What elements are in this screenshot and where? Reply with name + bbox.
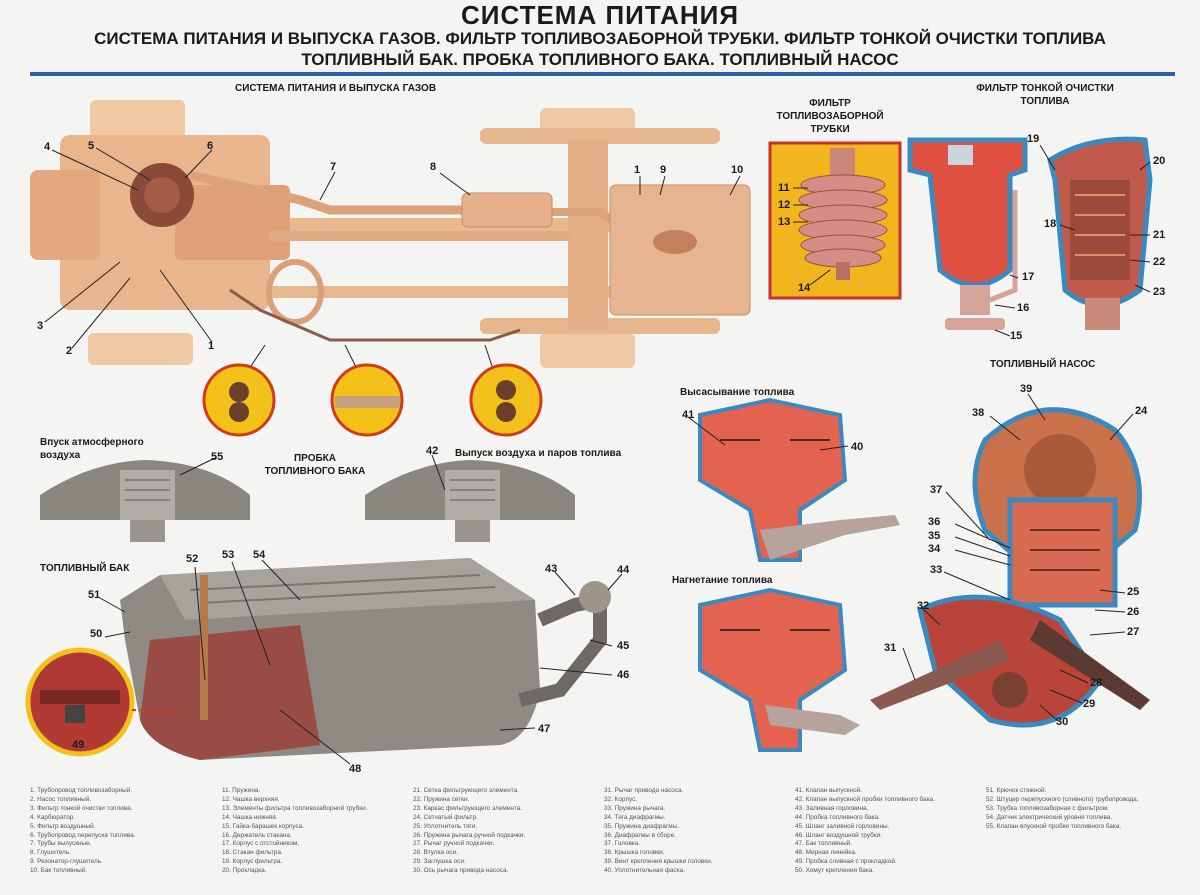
intake-filter-illustration <box>768 141 902 300</box>
caption-vapor-outlet: Выпуск воздуха и паров топлива <box>455 448 622 459</box>
callout-35: 35 <box>928 530 941 542</box>
callout-28: 28 <box>1090 677 1103 689</box>
callout-1-top: 1 <box>634 164 641 176</box>
callout-54: 54 <box>253 549 266 561</box>
legend-col-2: 11. Пружина.12. Чашка верхняя.13. Элемен… <box>222 787 368 875</box>
callout-18: 18 <box>1044 218 1057 230</box>
caption-intake-filter: ФИЛЬТР ТОПЛИВОЗАБОРНОЙ ТРУБКИ <box>776 98 884 135</box>
tank-cap-left-illustration <box>40 457 250 542</box>
callout-39: 39 <box>1020 383 1033 395</box>
callout-19: 19 <box>1027 133 1040 145</box>
caption-injection: Нагнетание топлива <box>672 575 773 586</box>
callout-43: 43 <box>545 563 558 575</box>
callout-13: 13 <box>778 216 791 228</box>
callout-50: 50 <box>90 628 103 640</box>
caption-system: СИСТЕМА ПИТАНИЯ И ВЫПУСКА ГАЗОВ <box>235 83 437 94</box>
callout-42: 42 <box>426 445 439 457</box>
exhaust-pipe <box>189 170 470 215</box>
callout-9: 9 <box>660 164 667 176</box>
tank-cap-right-illustration <box>365 454 575 542</box>
callout-38: 38 <box>972 407 985 419</box>
callout-51: 51 <box>88 589 101 601</box>
caption-pump: ТОПЛИВНЫЙ НАСОС <box>990 359 1096 370</box>
wheel-front-right <box>88 333 193 365</box>
legend-col-3: 21. Сетка фильтрующего элемента.22. Пруж… <box>413 787 526 875</box>
wheel-rear-right <box>540 333 635 368</box>
pump-injection-illustration <box>698 587 860 752</box>
wheel-front-left <box>90 100 185 138</box>
callout-37: 37 <box>930 484 943 496</box>
callout-44: 44 <box>617 564 630 576</box>
callout-2: 2 <box>66 345 73 357</box>
callout-25: 25 <box>1127 586 1140 598</box>
callout-49: 49 <box>72 739 85 751</box>
legend-col-6: 51. Крючок стяжной.52. Штуцер перепускно… <box>986 787 1139 830</box>
callout-27: 27 <box>1127 626 1140 638</box>
header-divider <box>30 72 1175 76</box>
callout-14: 14 <box>798 282 811 294</box>
legend-col-1: 1. Трубопровод топливозаборный.2. Насос … <box>30 787 136 875</box>
fuel-tank-illustration <box>25 558 623 765</box>
callout-55: 55 <box>211 451 224 463</box>
callout-41: 41 <box>682 409 695 421</box>
caption-fine-filter: ФИЛЬТР ТОНКОЙ ОЧИСТКИ ТОПЛИВА <box>976 83 1114 107</box>
filler-cap <box>579 581 611 613</box>
callout-24: 24 <box>1135 405 1148 417</box>
fuel-pump-illustration <box>870 393 1150 728</box>
callout-36: 36 <box>928 516 941 528</box>
page-title: СИСТЕМА ПИТАНИЯ <box>460 0 740 30</box>
callout-22: 22 <box>1153 256 1166 268</box>
chassis-illustration <box>30 100 751 437</box>
callout-21: 21 <box>1153 229 1166 241</box>
callout-32: 32 <box>917 600 930 612</box>
callout-15: 15 <box>1010 330 1023 342</box>
callout-1: 1 <box>208 340 215 352</box>
caption-tank-cap: ПРОБКА ТОПЛИВНОГО БАКА <box>264 453 366 477</box>
legend-col-5: 41. Клапан выпускной.42. Клапан выпускно… <box>795 787 935 875</box>
callout-31: 31 <box>884 642 897 654</box>
callout-5: 5 <box>88 140 95 152</box>
steering-wheel <box>266 259 324 325</box>
callout-26: 26 <box>1127 606 1140 618</box>
callout-53: 53 <box>222 549 235 561</box>
page-subtitle-line2: ТОПЛИВНЫЙ БАК. ПРОБКА ТОПЛИВНОГО БАКА. Т… <box>301 50 899 69</box>
callout-47: 47 <box>538 723 551 735</box>
pump-suction-illustration <box>687 397 900 562</box>
caption-air-inlet: Впуск атмосферного воздуха <box>40 437 144 461</box>
callout-17: 17 <box>1022 271 1035 283</box>
callout-11: 11 <box>778 182 790 194</box>
callout-30: 30 <box>1056 716 1069 728</box>
callout-34: 34 <box>928 543 941 555</box>
callout-8: 8 <box>430 161 437 173</box>
callout-23: 23 <box>1153 286 1166 298</box>
callout-40: 40 <box>851 441 864 453</box>
callout-29: 29 <box>1083 698 1096 710</box>
callout-45: 45 <box>617 640 630 652</box>
fuel-line <box>229 288 521 342</box>
callout-12: 12 <box>778 199 791 211</box>
callout-3: 3 <box>37 320 44 332</box>
callout-7: 7 <box>330 161 337 173</box>
callout-48: 48 <box>349 763 362 775</box>
callout-16: 16 <box>1017 302 1030 314</box>
callout-10: 10 <box>731 164 744 176</box>
callout-4: 4 <box>44 141 51 153</box>
caption-suction: Высасывание топлива <box>680 387 795 398</box>
callout-46: 46 <box>617 669 630 681</box>
callout-20: 20 <box>1153 155 1166 167</box>
callout-33: 33 <box>930 564 943 576</box>
muffler <box>461 192 553 228</box>
page-subtitle-line1: СИСТЕМА ПИТАНИЯ И ВЫПУСКА ГАЗОВ. ФИЛЬТР … <box>94 29 1106 48</box>
callout-6: 6 <box>207 140 214 152</box>
callout-52: 52 <box>186 553 199 565</box>
legend-col-4: 31. Рычаг привода насоса.32. Корпус.33. … <box>604 787 713 875</box>
fine-filter-illustration <box>907 136 1153 337</box>
caption-tank: ТОПЛИВНЫЙ БАК <box>40 563 130 574</box>
